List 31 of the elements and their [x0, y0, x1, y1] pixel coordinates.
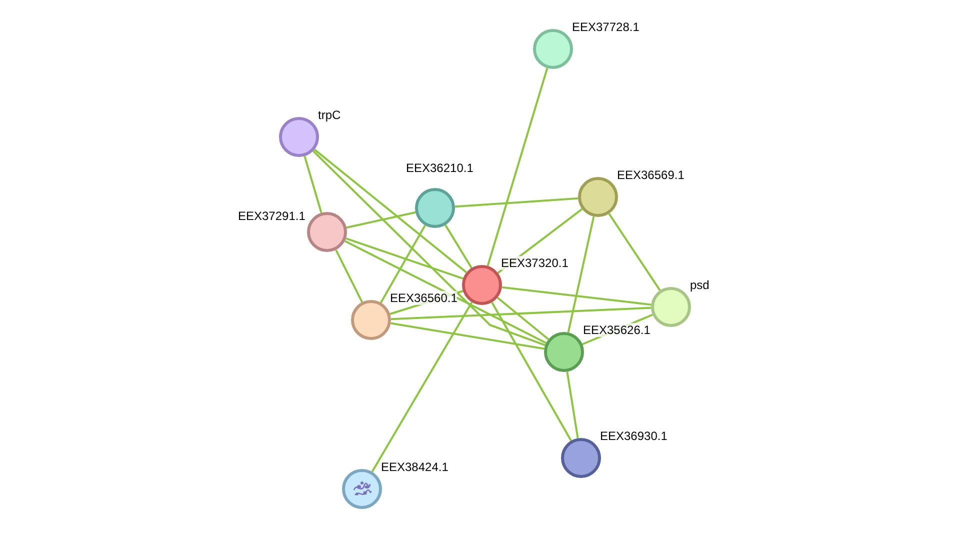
interaction-line: [444, 224, 472, 268]
interaction-line: [371, 302, 473, 472]
node-label: EEX36930.1: [600, 429, 668, 443]
interaction-line: [454, 197, 578, 208]
interaction-line: [312, 150, 546, 346]
interaction-line: [491, 302, 572, 442]
node-label: EEX36210.1: [406, 161, 474, 175]
interaction-line: [346, 211, 416, 229]
interaction-line: [380, 224, 426, 304]
interaction-line: [346, 238, 464, 280]
node-label: psd: [690, 278, 710, 292]
node-label: EEX35626.1: [583, 323, 650, 337]
interaction-line: [567, 216, 595, 333]
node-label: EEX36569.1: [617, 168, 684, 182]
interaction-line: [496, 296, 550, 340]
interaction-line: [304, 156, 322, 214]
interaction-line: [566, 372, 579, 438]
interaction-line: [344, 240, 547, 344]
interaction-line: [390, 306, 652, 320]
node-label: EEX37728.1: [572, 20, 640, 34]
node-label: trpC: [318, 108, 341, 122]
node-label: EEX38424.1: [381, 460, 448, 474]
interaction-line: [390, 322, 544, 350]
interaction-line: [502, 286, 652, 306]
interaction-line: [608, 213, 661, 291]
interaction-line: [314, 148, 468, 274]
node-label: EEX36560.1: [390, 291, 458, 305]
interaction-line: [335, 249, 363, 303]
interaction-line: [486, 68, 548, 266]
node-label: EEX37320.1: [501, 256, 568, 270]
node-label: EEX37291.1: [238, 209, 306, 223]
